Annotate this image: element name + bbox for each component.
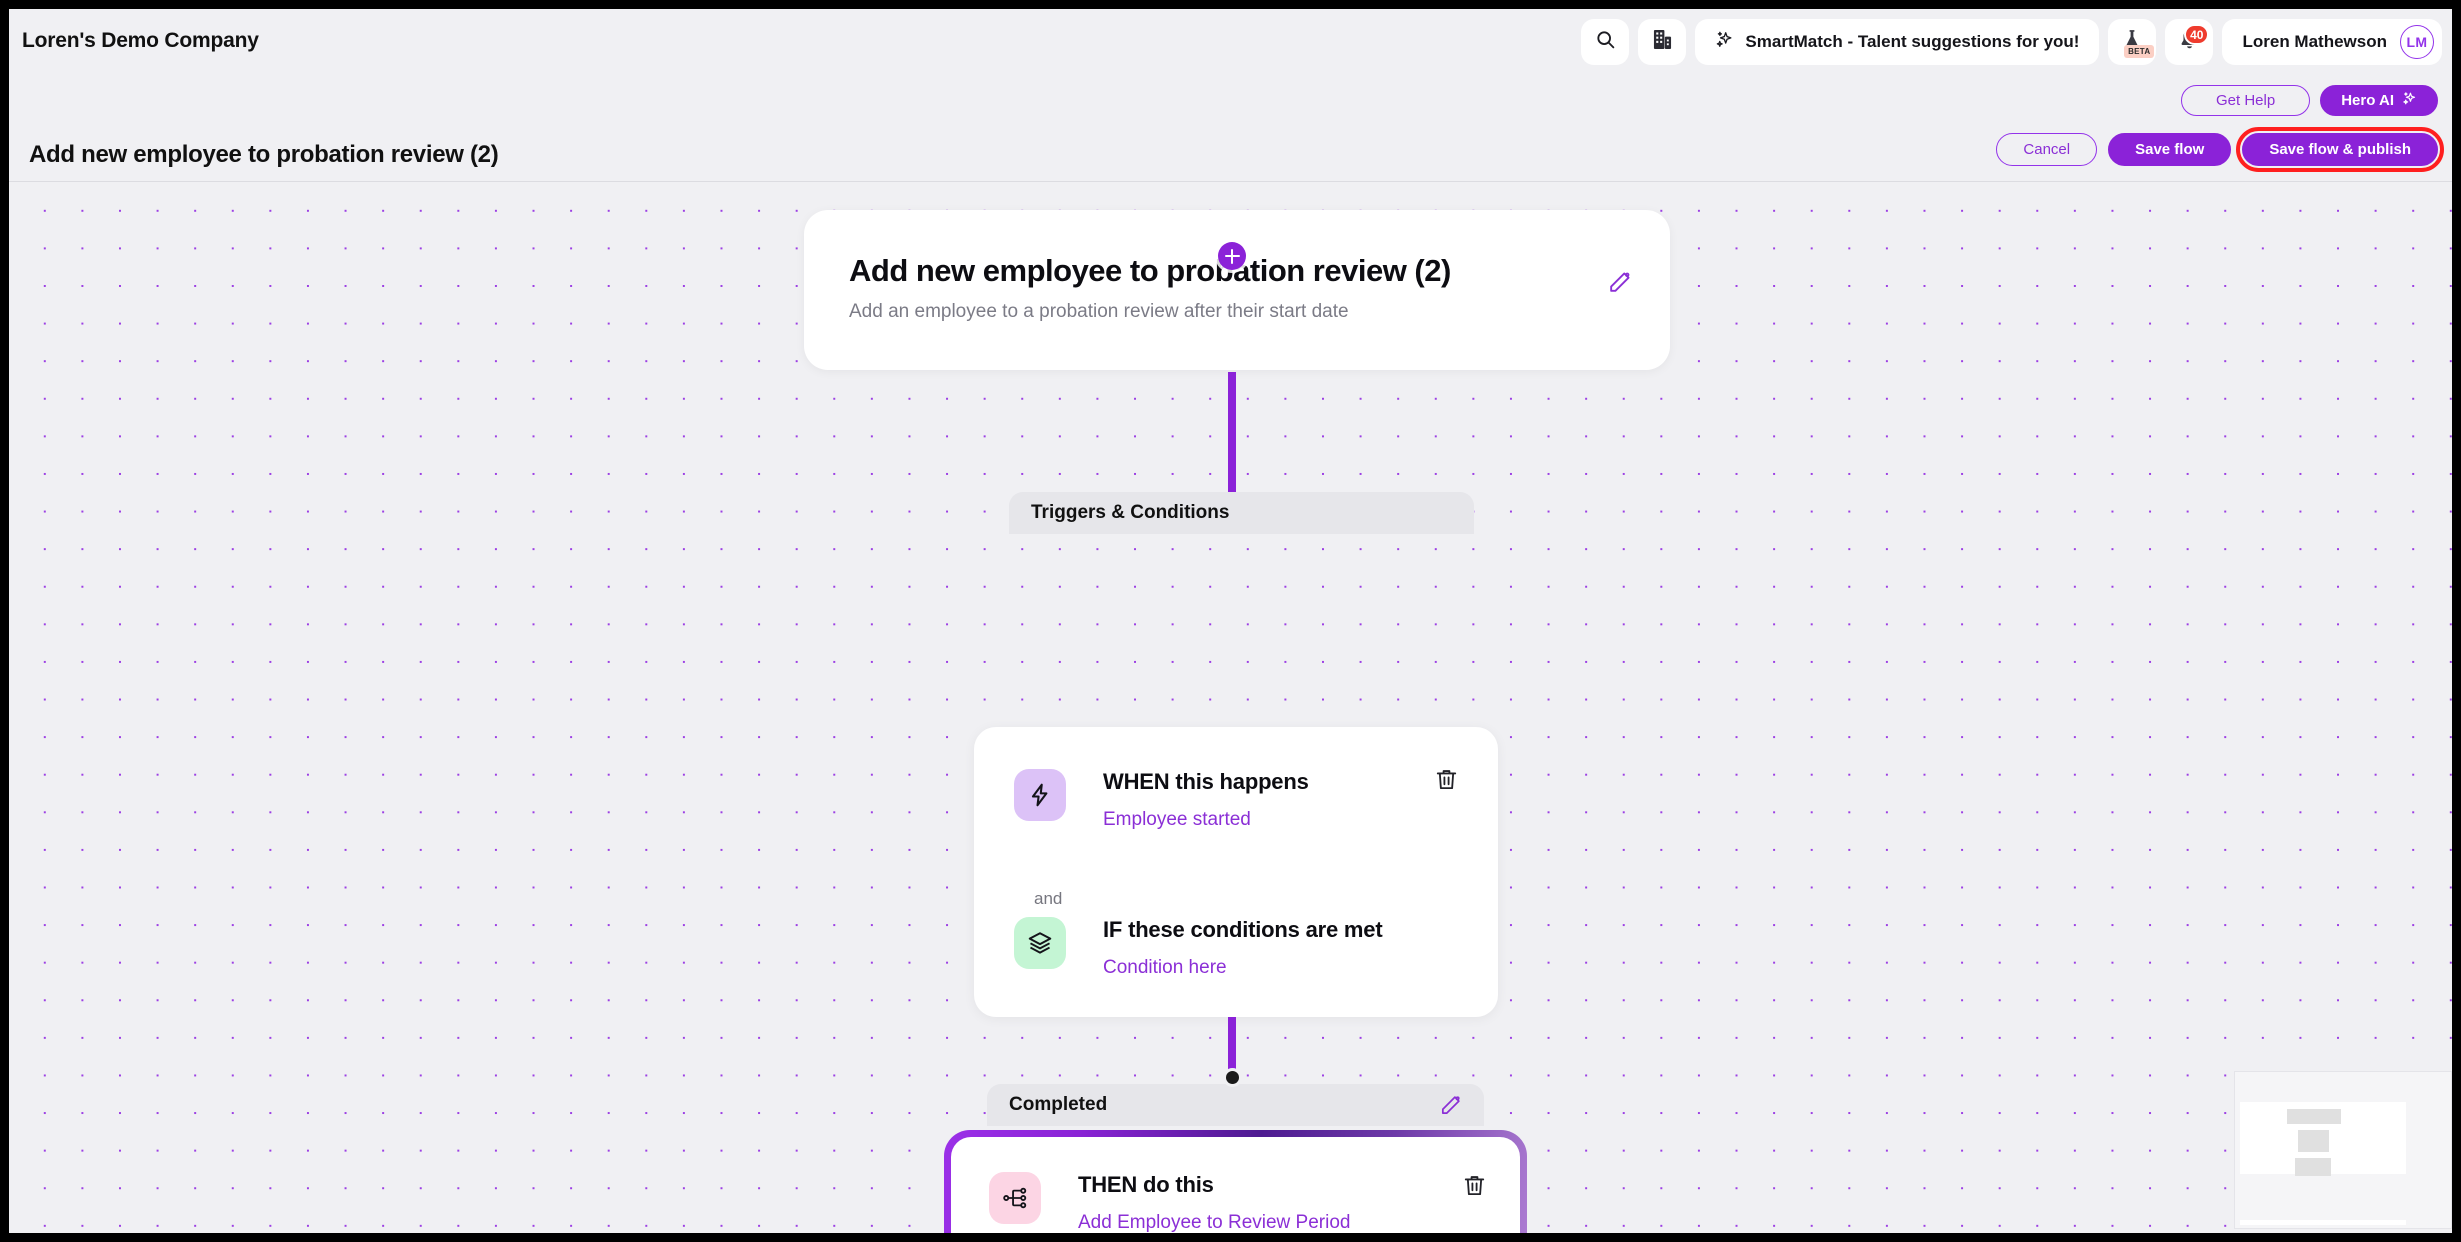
connector-triggers-to-completed bbox=[1228, 1017, 1236, 1077]
header-actions: SmartMatch - Talent suggestions for you!… bbox=[1581, 19, 2442, 65]
if-node-text: IF these conditions are met Condition he… bbox=[1103, 917, 1383, 979]
beta-labs-button[interactable]: BETA bbox=[2108, 19, 2157, 65]
flow-title-heading: Add new employee to probation review (2) bbox=[849, 253, 1451, 288]
building-icon bbox=[1653, 29, 1672, 55]
connector-title-to-triggers bbox=[1228, 372, 1236, 534]
triggers-conditions-card[interactable]: WHEN this happens Employee started and bbox=[974, 727, 1498, 1017]
app-window: Loren's Demo Company bbox=[9, 9, 2452, 1233]
connector-endpoint-dot bbox=[1226, 1071, 1239, 1084]
hero-ai-label: Hero AI bbox=[2341, 92, 2394, 109]
when-node-value[interactable]: Employee started bbox=[1103, 809, 1251, 830]
beta-badge: BETA bbox=[2124, 45, 2155, 58]
search-icon bbox=[1595, 29, 1616, 55]
sparkles-icon bbox=[1715, 30, 1734, 54]
delete-when-node-button[interactable] bbox=[1434, 767, 1459, 797]
delete-then-node-button[interactable] bbox=[1462, 1173, 1487, 1203]
save-flow-and-publish-button[interactable]: Save flow & publish bbox=[2236, 127, 2444, 172]
section-tab-label: Triggers & Conditions bbox=[1031, 502, 1230, 523]
avatar: LM bbox=[2400, 25, 2434, 59]
minimap-footer-strip bbox=[2240, 1220, 2406, 1225]
top-header-bar: Loren's Demo Company bbox=[9, 9, 2452, 75]
then-node-title: THEN do this bbox=[1078, 1172, 1214, 1197]
when-node-title: WHEN this happens bbox=[1103, 769, 1309, 794]
when-node-text: WHEN this happens Employee started bbox=[1103, 769, 1309, 831]
company-name: Loren's Demo Company bbox=[22, 29, 259, 52]
minimap-node bbox=[2295, 1158, 2331, 1176]
section-tab-completed[interactable]: Completed bbox=[987, 1084, 1484, 1126]
flow-title-description: Add an employee to a probation review af… bbox=[849, 301, 1349, 322]
section-tab-label: Completed bbox=[1009, 1094, 1108, 1115]
user-menu-button[interactable]: Loren Mathewson LM bbox=[2222, 19, 2442, 65]
pencil-icon[interactable] bbox=[1439, 1094, 1462, 1117]
when-node[interactable]: WHEN this happens Employee started bbox=[1014, 769, 1309, 831]
notifications-button[interactable]: 40 bbox=[2165, 19, 2214, 65]
smartmatch-button[interactable]: SmartMatch - Talent suggestions for you! bbox=[1695, 19, 2100, 65]
add-node-button-top[interactable] bbox=[1218, 242, 1246, 270]
get-help-button[interactable]: Get Help bbox=[2181, 85, 2311, 116]
flow-canvas[interactable]: Add new employee to probation review (2)… bbox=[9, 182, 2452, 1233]
pencil-icon[interactable] bbox=[1607, 270, 1632, 300]
save-flow-button[interactable]: Save flow bbox=[2108, 133, 2232, 166]
minimap-node bbox=[2287, 1109, 2341, 1124]
if-node-title: IF these conditions are met bbox=[1103, 917, 1383, 942]
primary-action-bar: Cancel Save flow Save flow & publish bbox=[1996, 127, 2444, 172]
minimap-node bbox=[2298, 1130, 2329, 1152]
then-do-this-card[interactable]: THEN do this Add Employee to Review Peri… bbox=[951, 1137, 1520, 1233]
layers-icon bbox=[1014, 917, 1066, 969]
branch-flow-icon bbox=[989, 1172, 1041, 1224]
secondary-action-bar: Get Help Hero AI bbox=[2181, 85, 2438, 116]
flask-icon bbox=[2121, 28, 2143, 57]
and-connector-label: and bbox=[1034, 889, 1063, 908]
search-button[interactable] bbox=[1581, 19, 1630, 65]
completed-action-card-wrapper: THEN do this Add Employee to Review Peri… bbox=[944, 1130, 1527, 1233]
notification-count-badge: 40 bbox=[2184, 24, 2210, 45]
smartmatch-label: SmartMatch - Talent suggestions for you! bbox=[1745, 32, 2080, 51]
page-title: Add new employee to probation review (2) bbox=[29, 141, 499, 168]
then-node-value[interactable]: Add Employee to Review Period bbox=[1078, 1212, 1351, 1233]
if-node-value[interactable]: Condition here bbox=[1103, 957, 1227, 978]
then-node[interactable]: THEN do this Add Employee to Review Peri… bbox=[989, 1172, 1350, 1233]
then-node-text: THEN do this Add Employee to Review Peri… bbox=[1078, 1172, 1350, 1233]
minimap-viewport bbox=[2240, 1102, 2406, 1176]
section-tab-triggers[interactable]: Triggers & Conditions bbox=[1009, 492, 1474, 534]
hero-ai-button[interactable]: Hero AI bbox=[2320, 85, 2438, 116]
header-divider bbox=[9, 181, 2452, 182]
user-name: Loren Mathewson bbox=[2242, 32, 2387, 51]
flow-title-card[interactable]: Add new employee to probation review (2)… bbox=[804, 210, 1670, 370]
flow-minimap[interactable] bbox=[2234, 1071, 2452, 1229]
lightning-bolt-icon bbox=[1014, 769, 1066, 821]
company-switcher-button[interactable] bbox=[1638, 19, 1687, 65]
if-node[interactable]: IF these conditions are met Condition he… bbox=[1014, 917, 1383, 979]
sparkles-icon bbox=[2402, 91, 2417, 110]
cancel-button[interactable]: Cancel bbox=[1996, 133, 2098, 166]
